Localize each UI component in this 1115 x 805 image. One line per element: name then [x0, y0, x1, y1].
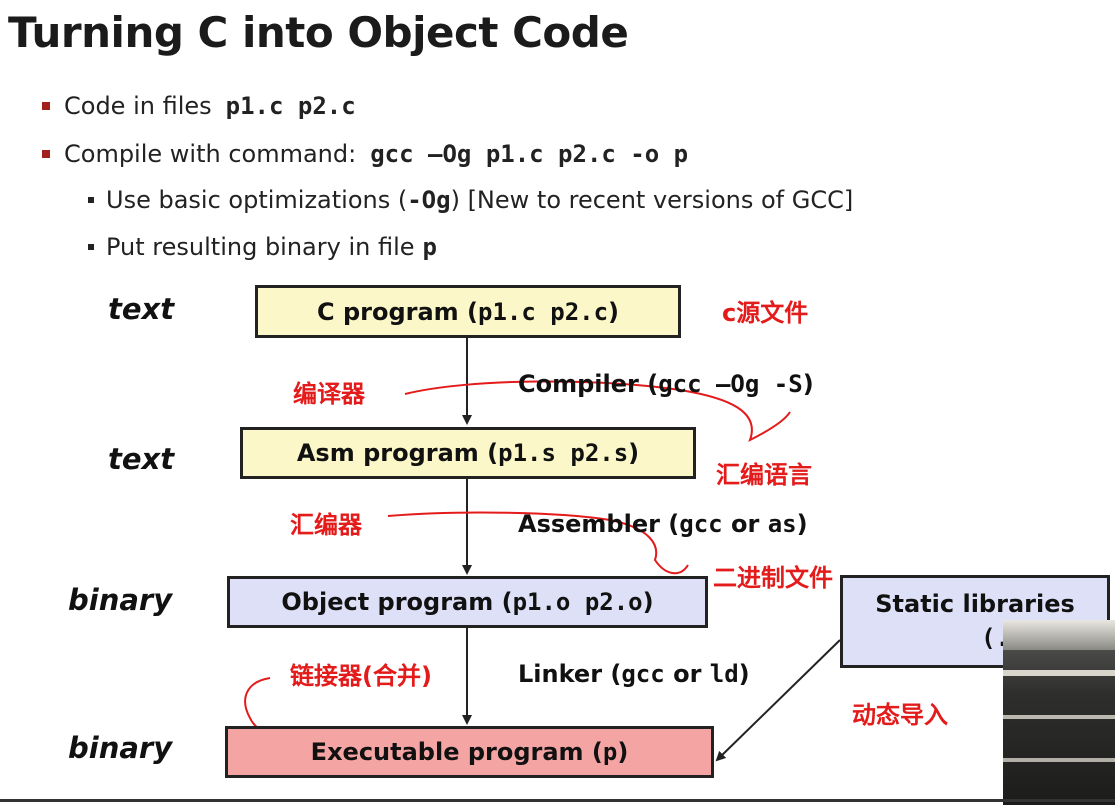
c-program-box: C program (p1.c p2.c): [255, 285, 681, 338]
annotation-curve-compiler: [404, 380, 791, 443]
annotation-c-source: c源文件: [722, 299, 809, 327]
annotation-asm-language: 汇编语言: [716, 461, 812, 489]
sub-bullet-optimizations: Use basic optimizations ( -Og ) [New to …: [88, 186, 853, 214]
annotation-dynamic-import: 动态导入: [852, 701, 948, 729]
slide-title: Turning C into Object Code: [8, 8, 629, 57]
object-program-box: Object program (p1.o p2.o): [227, 576, 708, 628]
stage-linker: Linker (gcc or ld): [518, 660, 750, 688]
code-files: p1.c p2.c: [225, 92, 356, 120]
speaker-video-thumbnail: [1003, 620, 1115, 805]
annotation-binary-file: 二进制文件: [713, 564, 833, 592]
bullet-marker-icon: [42, 102, 50, 110]
compile-command-code: gcc –Og p1.c p2.c -o p: [370, 140, 689, 168]
level-label-binary: binary: [68, 731, 173, 765]
level-label-text: text: [108, 292, 175, 326]
annotation-linker: 链接器(合并): [290, 662, 432, 690]
stage-assembler: Assembler (gcc or as): [518, 510, 808, 538]
stage-compiler: Compiler (gcc –Og -S): [518, 370, 814, 398]
asm-program-box: Asm program (p1.s p2.s): [240, 427, 696, 479]
bullet-compile-command: Compile with command: gcc –Og p1.c p2.c …: [42, 140, 688, 168]
executable-program-box: Executable program (p): [225, 726, 714, 778]
level-label-binary: binary: [68, 583, 173, 617]
annotation-curve-assembler: [387, 511, 689, 575]
sub-bullet-marker-icon: [88, 244, 94, 250]
sub-bullet-marker-icon: [88, 197, 94, 203]
annotation-assembler: 汇编器: [290, 511, 362, 539]
arrow-static-libraries: [715, 639, 841, 762]
level-label-text: text: [108, 442, 175, 476]
bullet-marker-icon: [42, 150, 50, 158]
slide-bottom-divider: [0, 799, 1115, 802]
bullet-code-files: Code in files p1.c p2.c: [42, 92, 356, 120]
sub-bullet-binary-file: Put resulting binary in file p: [88, 233, 437, 261]
annotation-compiler: 编译器: [293, 380, 365, 408]
